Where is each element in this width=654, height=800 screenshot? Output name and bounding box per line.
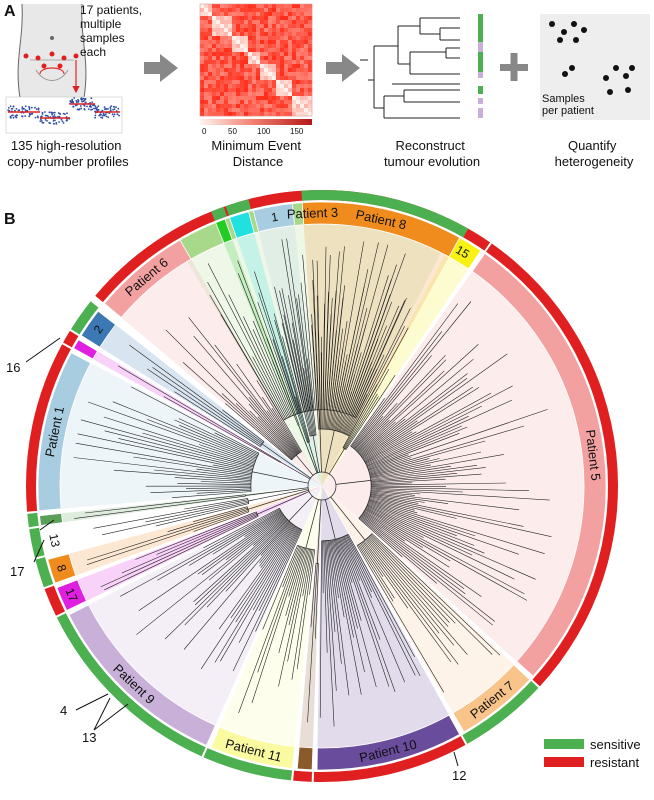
heatmap-colorbar: 0 50 100 150 xyxy=(200,119,312,136)
legend-sensitive-swatch xyxy=(544,739,584,749)
ring-segment-17 xyxy=(229,211,255,239)
wedge-3 xyxy=(322,486,514,713)
distance-heatmap xyxy=(199,3,313,117)
ring-segment-12 xyxy=(37,352,92,512)
ring-segment-11 xyxy=(39,512,64,526)
ring-segment-8 xyxy=(56,579,88,612)
colorbar-tick-0: 0 xyxy=(202,127,207,136)
response-segment-3 xyxy=(462,681,539,744)
patient-ring xyxy=(37,201,607,771)
mini-tree xyxy=(360,17,460,119)
ring-segment-10 xyxy=(41,526,69,556)
wedge-11 xyxy=(61,486,322,523)
response-segment-11 xyxy=(27,512,39,528)
ring-segment-13 xyxy=(73,339,98,360)
patient-wedges xyxy=(60,223,584,748)
sample-dots xyxy=(23,51,79,69)
callout-16: 16 xyxy=(6,360,20,375)
response-segment-10 xyxy=(29,527,45,558)
wedge-14 xyxy=(99,324,322,486)
response-segment-19 xyxy=(301,189,469,238)
phylogenetic-tree xyxy=(73,238,552,727)
ring-label-2: Patient 5 xyxy=(583,429,604,482)
ring-segment-14 xyxy=(80,310,117,348)
response-segment-6 xyxy=(203,748,293,781)
response-segment-7 xyxy=(56,613,206,757)
patients-note: 17 patients, multiple samples each xyxy=(80,3,145,59)
profiles-caption: 135 high-resolution copy-number profiles xyxy=(7,138,129,169)
response-segment-2 xyxy=(486,243,619,687)
colorbar-tick-50: 50 xyxy=(228,127,237,136)
ring-label-0: Patient 3 xyxy=(287,205,339,222)
response-segment-13 xyxy=(63,330,79,348)
mini-tree-bars xyxy=(478,14,483,118)
response-segment-16 xyxy=(211,206,227,221)
copy-number-profiles xyxy=(5,96,123,134)
plus-sign xyxy=(500,53,528,81)
ring-segment-16 xyxy=(215,218,233,244)
response-segment-17 xyxy=(225,199,251,216)
legend-resistant-label: resistant xyxy=(590,755,640,770)
ring-segment-5 xyxy=(296,746,314,771)
ring-segment-19 xyxy=(301,201,461,258)
scatter-label: Samples per patient xyxy=(542,93,594,117)
wedge-10 xyxy=(63,486,322,550)
response-segment-4 xyxy=(313,736,466,782)
torso-illustration xyxy=(17,3,87,99)
colorbar-tick-150: 150 xyxy=(290,127,304,136)
wedge-2 xyxy=(322,271,584,662)
ring-label-9: 8 xyxy=(54,563,69,574)
quantify-caption: Quantify heterogeneity xyxy=(555,138,634,169)
colorbar-tick-100: 100 xyxy=(257,127,271,136)
callout-12: 12 xyxy=(452,768,466,783)
response-segment-12 xyxy=(26,344,71,512)
callout-4: 4 xyxy=(60,703,67,718)
callout-13: 13 xyxy=(82,730,96,745)
ring-segment-4 xyxy=(316,714,461,771)
response-segment-14 xyxy=(70,301,99,335)
heatmap-caption: Minimum Event Distance xyxy=(211,138,304,169)
ring-segment-3 xyxy=(452,664,531,733)
panel-a-letter: A xyxy=(4,3,16,20)
heterogeneity-scatter: Samples per patient xyxy=(540,14,650,120)
legend-sensitive-label: sensitive xyxy=(590,737,641,752)
flow-arrow-1 xyxy=(144,54,178,82)
response-segment-5 xyxy=(293,770,313,782)
callout-17: 17 xyxy=(10,564,24,579)
ring-segment-6 xyxy=(210,726,296,769)
ring-segment-15 xyxy=(103,239,192,319)
legend-resistant-swatch xyxy=(544,757,584,767)
panel-b-letter: B xyxy=(4,211,16,228)
ring-segment-2 xyxy=(471,252,607,677)
panel-a: A 17 patients, multiple samples eac xyxy=(4,3,650,169)
ring-segment-9 xyxy=(47,553,77,584)
response-segment-8 xyxy=(44,585,65,616)
ring-segment-7 xyxy=(68,604,216,746)
ring-label-10: 13 xyxy=(46,532,62,548)
wedge-5 xyxy=(299,486,322,748)
callouts: 17 16 4 13 12 xyxy=(6,337,466,783)
ring-label-8: 17 xyxy=(63,586,81,604)
response-segment-9 xyxy=(35,557,54,588)
wedge-4 xyxy=(317,486,450,748)
wedge-8 xyxy=(77,486,323,601)
ring-label-1: 15 xyxy=(453,243,472,262)
ring-label-18: 1 xyxy=(270,210,279,225)
tree-caption: Reconstruct tumour evolution xyxy=(384,138,480,169)
response-segment-18 xyxy=(250,191,296,209)
wedge-7 xyxy=(88,486,322,726)
response-legend: sensitive resistant xyxy=(544,737,641,770)
response-ring xyxy=(26,189,619,782)
flow-arrow-2 xyxy=(326,54,360,82)
response-segment-15 xyxy=(95,228,182,303)
ring-segment-18 xyxy=(252,203,296,233)
